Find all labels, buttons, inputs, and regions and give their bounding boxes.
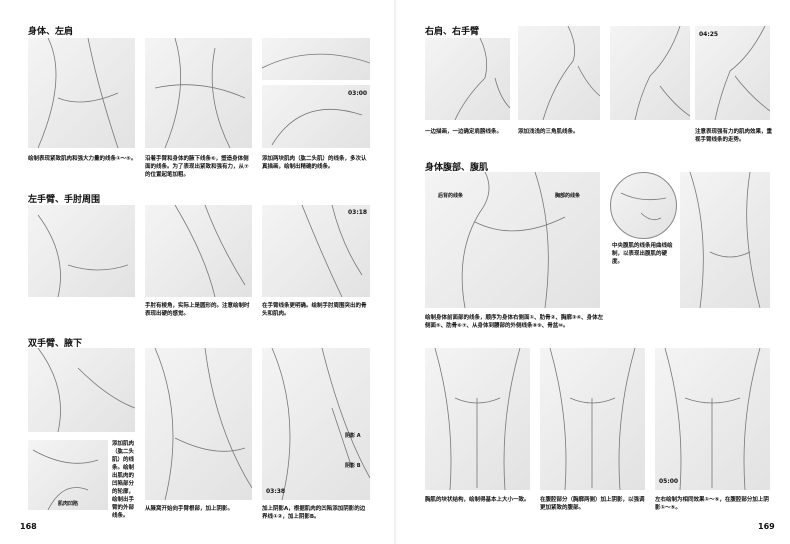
sketch-panel xyxy=(518,26,600,120)
sketch-panel xyxy=(145,348,252,500)
timestamp: 03:18 xyxy=(348,209,368,216)
caption: 绘制身体前面部的线条，顺序为身体右侧面①、肋骨②、胸廓③④、身体左侧面⑤、肋骨⑥… xyxy=(425,315,604,329)
sketch-panel xyxy=(610,26,690,120)
label: 后背的线条 xyxy=(438,193,464,199)
sketch-panel xyxy=(425,172,600,308)
sketch-panel xyxy=(28,348,135,432)
caption: 手肘有棱角，实际上是圆形的。注意绘制时表现出硬的感觉。 xyxy=(145,303,250,317)
sketch-panel xyxy=(262,85,370,148)
sketch-panel xyxy=(425,38,510,120)
timestamp: 03:38 xyxy=(266,488,286,495)
caption: 在腹腔部分（胸廓两侧）加上阴影，以强调更加紧致的腹部。 xyxy=(540,497,645,511)
section-title: 双手臂、腋下 xyxy=(28,339,83,349)
timestamp: 03:00 xyxy=(348,90,368,97)
caption: 添加两块肌肉（肱二头肌）的线条，多次认真描画，绘制出精确的线条。 xyxy=(262,156,367,170)
page-number: 168 xyxy=(20,522,37,531)
caption: 在手臂线条更明确。绘制手肘周围突出的骨头和肌肉。 xyxy=(262,303,367,317)
sketch-panel xyxy=(680,172,770,308)
sketch-panel xyxy=(262,205,370,297)
sketch-panel xyxy=(655,348,770,490)
sketch-panel xyxy=(695,26,770,120)
sketch-panel xyxy=(262,38,370,80)
sketch-panel xyxy=(145,38,252,148)
caption: 添加肌肉（肱二头肌）的线条。绘制出肌肉的凹陷部分的轮廓，绘制出手臂的外部线条。 xyxy=(112,441,135,519)
detail-circle xyxy=(610,172,677,239)
caption: 加上阴影A，根据肌肉的凹陷添加阴影的边界线①②，加上阴影B。 xyxy=(262,506,366,520)
sketch-panel xyxy=(28,440,108,510)
caption: 添加浅浅的三角肌线条。 xyxy=(518,129,579,135)
timestamp: 04:25 xyxy=(699,31,719,38)
section-title: 右肩、右手臂 xyxy=(425,27,480,37)
caption: 中央腹肌的线条用曲线绘制，以表现出腹肌的硬度。 xyxy=(612,243,673,265)
section-title: 身体、左肩 xyxy=(28,27,74,37)
caption: 一边描画，一边确定肩膀线条。 xyxy=(425,129,503,135)
label: 肌肉凹陷 xyxy=(58,501,79,507)
sketch-panel xyxy=(262,348,370,500)
sketch-panel xyxy=(28,38,135,148)
caption: 绘制表现紧致肌肉和强大力量的线条①～⑤。 xyxy=(28,156,137,162)
caption: 从腋窝开始向手臂根部，加上阴影。 xyxy=(145,506,234,512)
book-gutter xyxy=(394,0,398,544)
section-title: 身体腹部、腹肌 xyxy=(425,163,489,173)
caption: 沿着手臂和身体的腋下线条⑥，塑造身体侧面的线条。为了表现出紧致和强有力，从⑦的位… xyxy=(145,156,249,178)
sketch-panel xyxy=(28,205,135,297)
caption: 左右绘制为相同效果①～⑤，在腹腔部分加上阴影①～⑤。 xyxy=(655,497,769,511)
label: 阴影 B xyxy=(345,463,361,469)
caption: 注意表现强有力的肌肉效果，重视手臂线条的走势。 xyxy=(695,129,773,143)
page-number: 169 xyxy=(758,522,775,531)
caption: 胸肌的块状结构，绘制得基本上大小一致。 xyxy=(425,497,530,503)
label: 阴影 A xyxy=(345,433,361,439)
sketch-panel xyxy=(540,348,645,490)
sketch-panel xyxy=(425,348,530,490)
section-title: 左手臂、手肘周围 xyxy=(28,195,101,205)
sketch-panel xyxy=(145,205,252,297)
timestamp: 05:00 xyxy=(659,478,679,485)
label: 胸部的线条 xyxy=(555,193,581,199)
